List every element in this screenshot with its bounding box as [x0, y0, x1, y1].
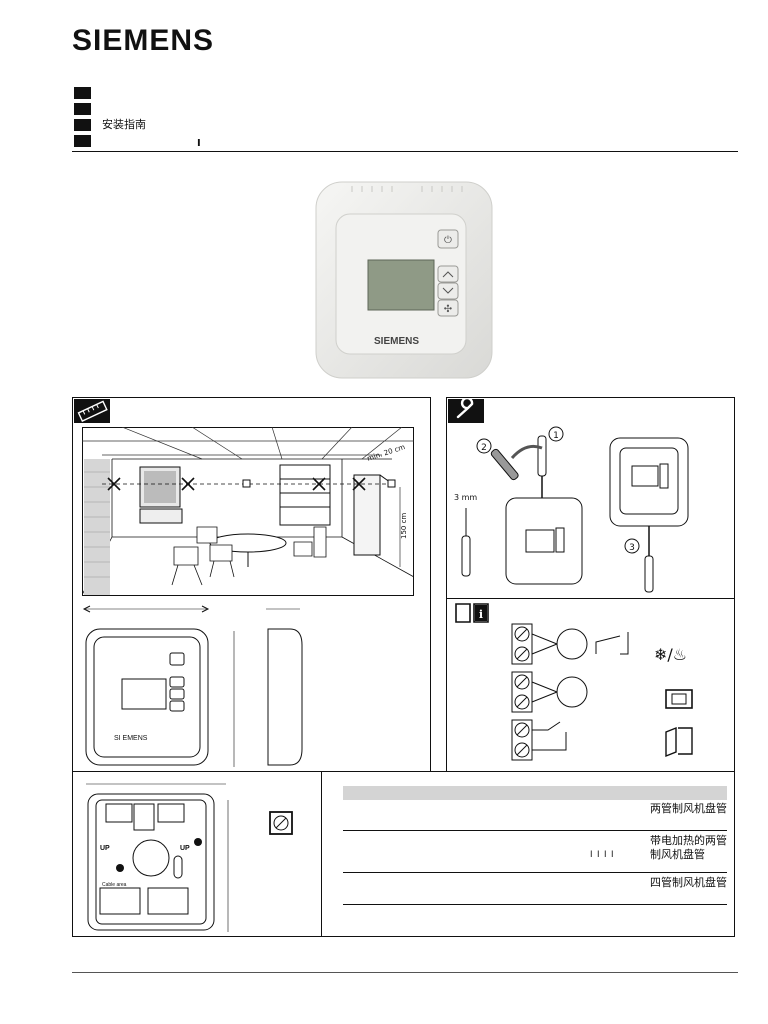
- language-marker: [74, 119, 91, 131]
- wiring-diagram: ❄/♨: [511, 623, 693, 761]
- svg-text:⏻: ⏻: [444, 235, 452, 246]
- snowflake-heat-icon: ❄/♨: [654, 645, 687, 664]
- language-marker: [74, 87, 91, 99]
- table-row: 两管制风机盘管: [650, 802, 727, 815]
- svg-text:3: 3: [629, 543, 635, 553]
- row-divider: [343, 872, 727, 873]
- up-label-left: UP: [100, 845, 110, 852]
- svg-text:2: 2: [481, 443, 487, 453]
- row-code: I I I I: [590, 849, 615, 859]
- language-marker: [74, 135, 91, 147]
- table-row: 四管制风机盘管: [650, 876, 727, 889]
- ruler-icon: [74, 399, 110, 423]
- table-row: 带电加热的两管制风机盘管: [650, 834, 727, 861]
- room-mounting-illustration: min. 20 cm 150 cm: [82, 427, 414, 596]
- front-brand: SI EMENS: [114, 735, 148, 742]
- row-divider: [343, 830, 727, 831]
- siemens-logo: SIEMENS: [72, 24, 215, 57]
- window-icon: [665, 689, 693, 709]
- row-divider: [343, 904, 727, 905]
- document-type: 安装指南: [102, 118, 146, 131]
- wrench-icon: [448, 399, 484, 423]
- installation-illustration: 1 2 3 3 mm: [454, 426, 689, 593]
- svg-text:i: i: [479, 608, 483, 621]
- svg-text:1: 1: [553, 431, 559, 441]
- footer-rule: [72, 972, 738, 973]
- up-label-right: UP: [180, 845, 190, 852]
- language-marker: [74, 103, 91, 115]
- tool-size-label: 3 mm: [454, 493, 477, 502]
- product-photo: ⏻ ✣ SIEMENS: [315, 181, 493, 379]
- manual-icon: i: [454, 600, 490, 624]
- applications-panel: [321, 771, 735, 937]
- base-plate-drawing: UP UP Cable area: [86, 783, 293, 932]
- dimension-drawing: SI EMENS: [82, 605, 303, 767]
- device-brand: SIEMENS: [374, 336, 419, 347]
- height-label: 150 cm: [400, 513, 408, 539]
- svg-text:✣: ✣: [444, 304, 452, 315]
- table-header: [343, 786, 727, 800]
- cable-area-label: Cable area: [102, 882, 127, 888]
- header-rule: [72, 151, 738, 152]
- door-icon: [665, 726, 693, 758]
- revision-mark: I: [197, 138, 201, 149]
